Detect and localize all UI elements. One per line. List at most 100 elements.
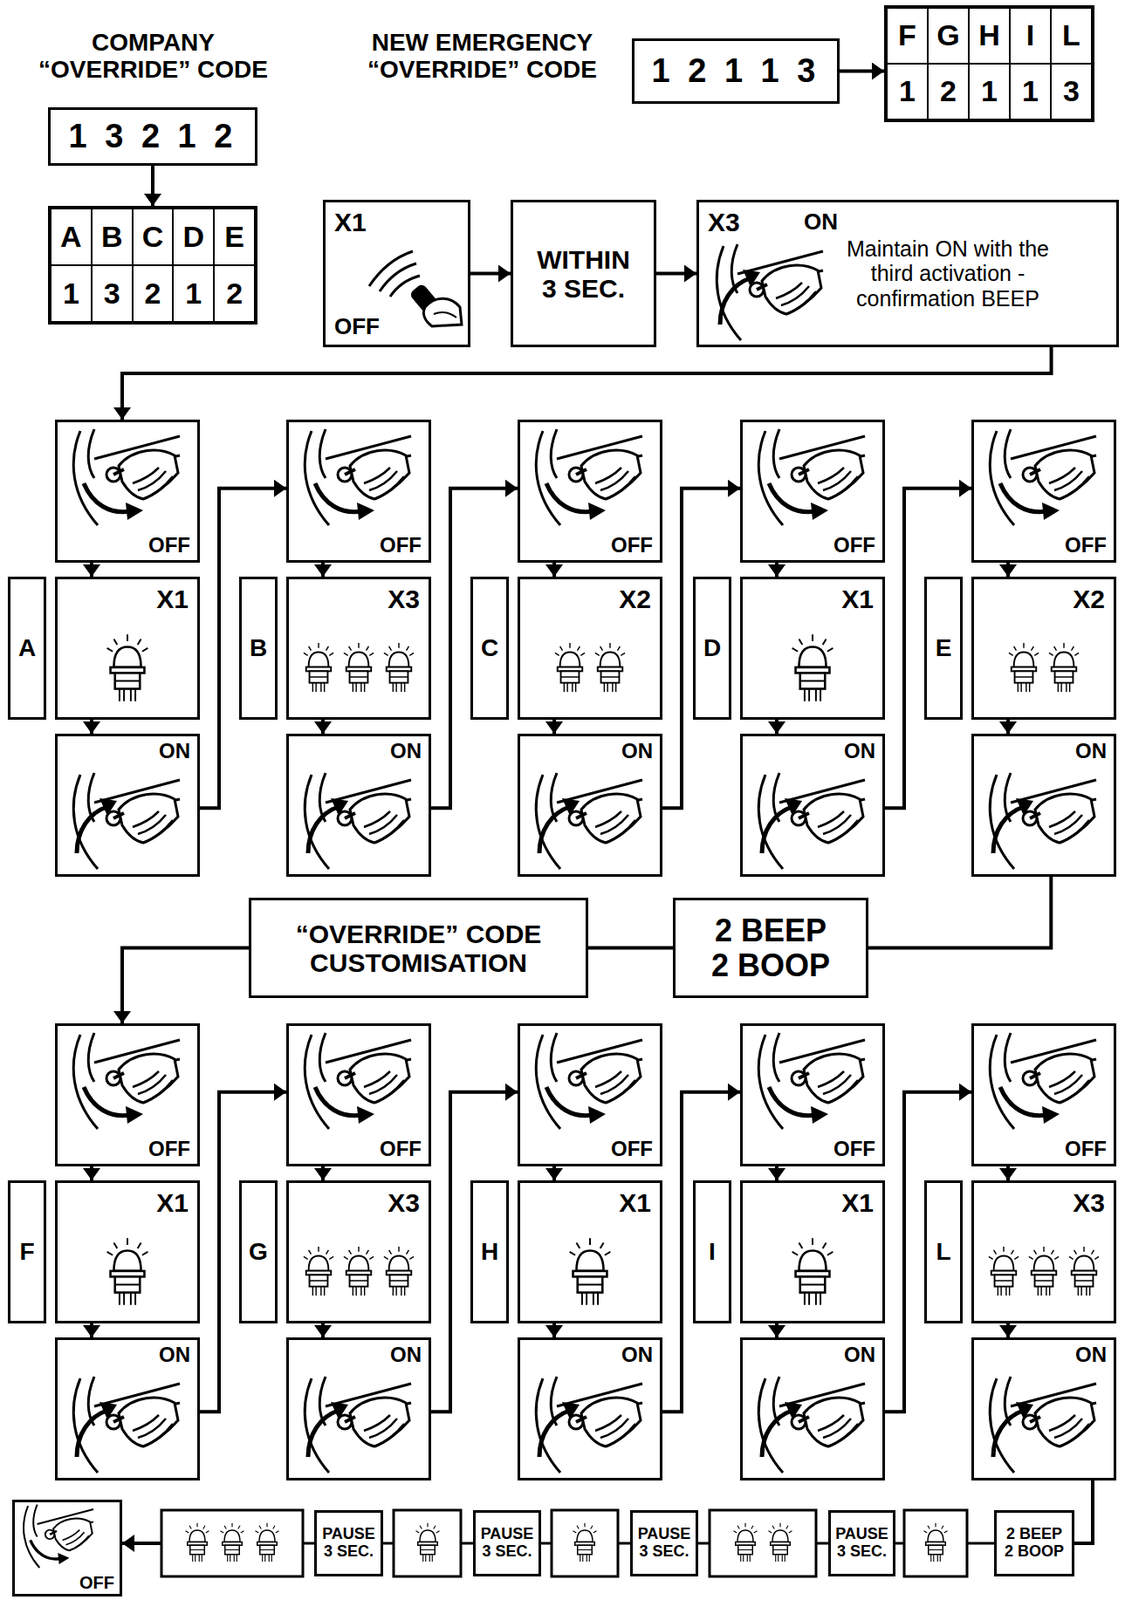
lamp-icon (988, 1247, 1019, 1297)
on-box: ON (517, 1337, 663, 1482)
heading-label: COMPANY “OVERRIDE” CODE (20, 29, 287, 84)
box-text: X2 (618, 584, 652, 614)
box-text: OFF (610, 1138, 653, 1161)
table-cell: B (91, 208, 133, 266)
flow-connector (89, 720, 94, 734)
flow-connector (89, 562, 94, 577)
flow-connector (839, 69, 885, 74)
letter-box: A (7, 576, 47, 721)
final-box: OFF (12, 1500, 123, 1598)
on-box: ON (517, 733, 663, 878)
box-text: 2 BEEP 2 BOOP (705, 913, 837, 983)
key-on-icon (979, 769, 1102, 875)
lamp-icon (792, 1238, 834, 1306)
lamp-icon (792, 634, 834, 702)
key-on-icon (62, 769, 186, 875)
mid-box: X1 (740, 576, 885, 721)
box-text: OFF (379, 534, 422, 557)
key-on-icon (304, 773, 412, 870)
box-text: X1 (841, 584, 874, 614)
bottom-sequence (161, 1510, 968, 1578)
box-text: G (248, 1239, 268, 1267)
lamp-icon (382, 1246, 416, 1300)
box-text: OFF (148, 1138, 191, 1161)
off-box: OFF (740, 1023, 885, 1167)
table-box: FGHIL12113 (884, 5, 1095, 123)
sequence-arrow (122, 1542, 162, 1546)
lamp-icon (1049, 643, 1079, 693)
flow-connector (1074, 1481, 1093, 1544)
box-text: ON (621, 1344, 653, 1367)
mid-box: X1 (54, 1180, 200, 1324)
lamp-box (904, 1510, 968, 1578)
box-text: ON (843, 1344, 876, 1367)
box-text: I (708, 1239, 716, 1267)
key-off-icon (525, 1029, 648, 1135)
key-off-icon (747, 1029, 871, 1135)
box-text: A (18, 635, 36, 663)
flow-connector (662, 488, 741, 810)
key-off-icon (294, 1029, 417, 1135)
lamp-icon (107, 634, 149, 702)
box6-box: X3ONMaintain ON with the third activatio… (696, 199, 1119, 348)
flow-connector (588, 946, 673, 951)
flow-connector (1006, 1166, 1010, 1181)
lamp-icon (733, 1523, 758, 1563)
table-box: ABCDE13212 (48, 205, 258, 325)
table-cell: 1 (968, 63, 1010, 120)
flow-connector (775, 562, 779, 577)
box-text: OFF (334, 314, 380, 340)
key-off-icon (989, 1033, 1097, 1130)
lamp-icon (384, 643, 414, 693)
box-text: ON (843, 740, 876, 763)
key-on-icon (294, 769, 417, 875)
key-on-icon (758, 1377, 865, 1474)
lamp-icon (768, 1523, 793, 1563)
mid-box: X2 (517, 576, 663, 721)
table-cell: I (1009, 7, 1051, 64)
key-on-icon (535, 773, 643, 870)
lamp-icon (384, 1247, 414, 1297)
key-on-icon (706, 240, 829, 346)
box-text: PAUSE 3 SEC. (635, 1526, 693, 1562)
table-cell: F (886, 7, 928, 64)
table-cell: 2 (927, 63, 969, 120)
key-off-icon (16, 1502, 97, 1572)
key-off-icon (304, 1033, 412, 1130)
letter-box: B (239, 576, 278, 721)
box-text: ON (803, 209, 838, 235)
lamp-icon (416, 1523, 440, 1563)
lamp-box (393, 1510, 461, 1578)
flow-connector (122, 948, 249, 1025)
box-text: OFF (610, 534, 653, 557)
box-text: B (249, 635, 268, 663)
flow-connector (321, 1323, 325, 1338)
lamp-icon (1027, 1246, 1061, 1300)
fob-icon (369, 251, 462, 327)
key-off-icon (979, 1029, 1102, 1135)
letter-box: L (924, 1180, 963, 1324)
center-box: PAUSE 3 SEC. (828, 1510, 896, 1578)
key-on-icon (979, 1373, 1102, 1479)
box-text: ON (158, 1344, 191, 1367)
box-text: ON (390, 1344, 422, 1367)
box-text: X3 (387, 1188, 420, 1218)
box-text: 1 2 1 1 3 (651, 53, 821, 90)
lamp-icon (1067, 1246, 1101, 1300)
lamp-icon (255, 1523, 280, 1563)
flow-connector (552, 562, 556, 577)
box-text: X3 (1072, 1188, 1105, 1218)
center-box: PAUSE 3 SEC. (630, 1510, 699, 1578)
on-box: ON (286, 1337, 432, 1482)
off-box: OFF (971, 419, 1117, 563)
flow-connector (656, 272, 697, 276)
mid-box: X1 (740, 1180, 885, 1324)
table-cell: E (213, 208, 255, 266)
lamp-icon (301, 642, 336, 696)
letter-box: E (924, 576, 963, 721)
mid-box: X2 (971, 576, 1117, 721)
key-off-icon (23, 1505, 94, 1569)
letter-box: I (692, 1180, 732, 1324)
on-box: ON (286, 733, 432, 878)
